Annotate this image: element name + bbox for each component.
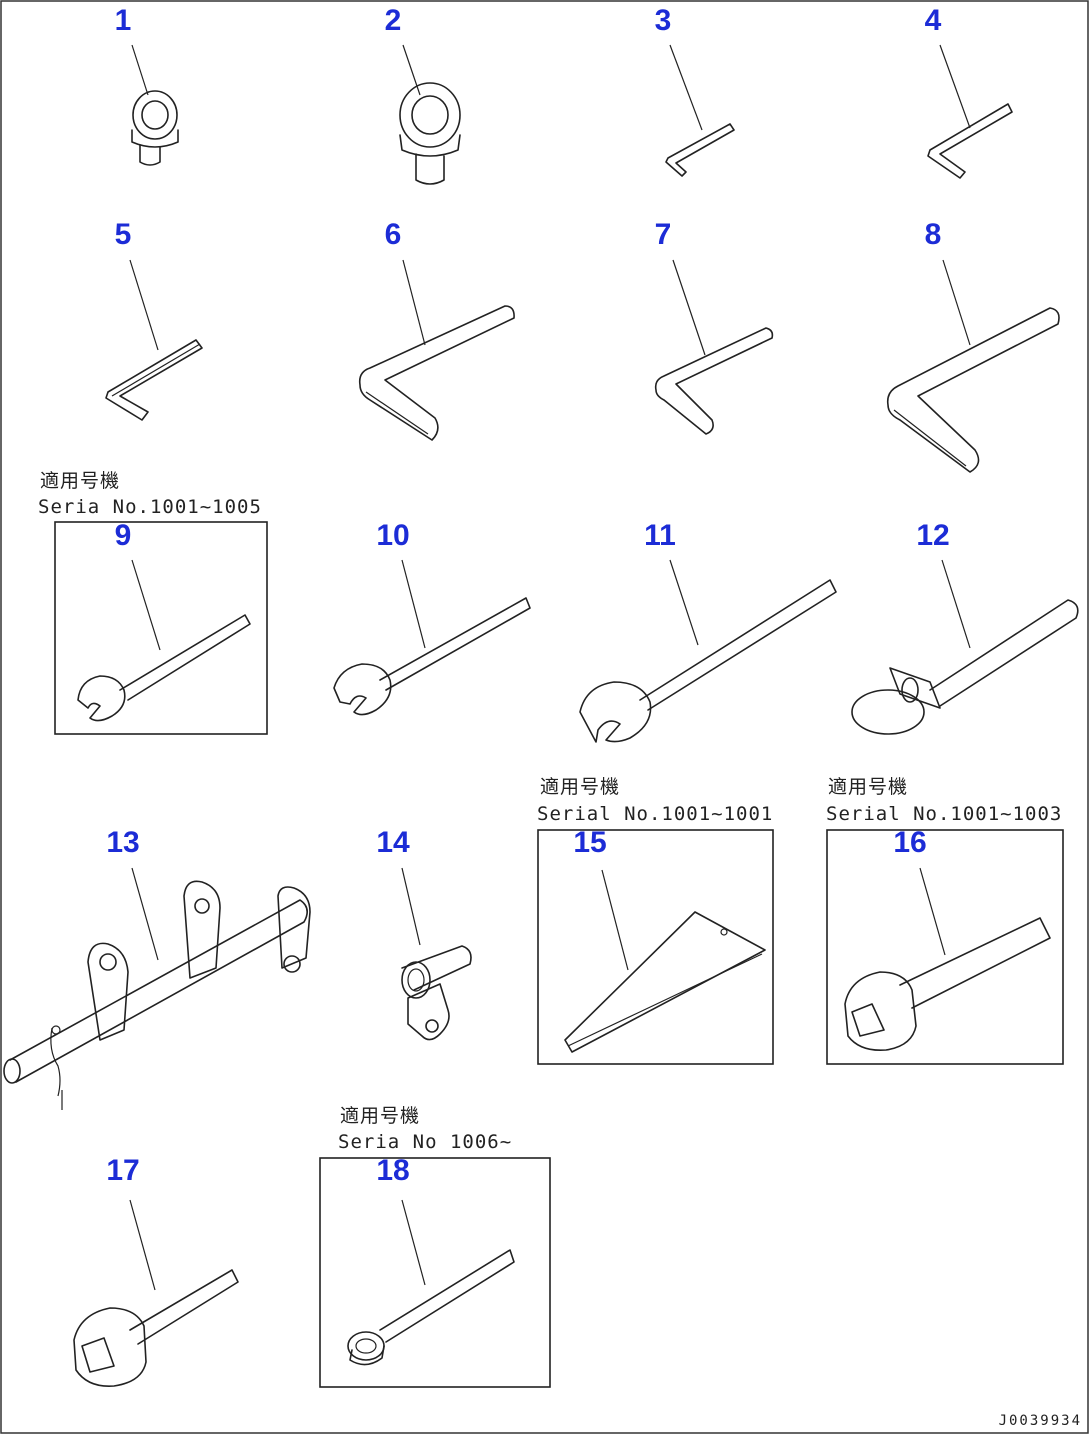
note-title: 適用号機 <box>540 776 620 798</box>
item-number-13[interactable]: 13 <box>106 826 139 859</box>
item-number-10[interactable]: 10 <box>376 519 409 552</box>
pin-assembly-icon[interactable] <box>3 880 311 1110</box>
eye-bolt-icon[interactable] <box>131 90 179 166</box>
item-number-2[interactable]: 2 <box>385 4 402 37</box>
item-number-18[interactable]: 18 <box>376 1154 409 1187</box>
eye-bolt-icon[interactable] <box>399 82 461 185</box>
hex-key-icon[interactable] <box>654 327 774 435</box>
serial-note-16: 適用号機 Serial No.1001~1003 <box>826 776 1064 1065</box>
applicability-box <box>319 1157 551 1388</box>
bushing-icon[interactable] <box>401 945 472 1041</box>
wedge-icon[interactable] <box>564 911 766 1053</box>
note-serial: Seria No.1001~1005 <box>38 496 262 518</box>
item-number-5[interactable]: 5 <box>115 218 132 251</box>
open-end-wrench-icon[interactable] <box>579 579 837 743</box>
applicability-box <box>537 829 774 1065</box>
serial-note-9: 適用号機 Seria No.1001~1005 <box>38 470 268 735</box>
applicability-box <box>826 829 1064 1065</box>
item-number-1[interactable]: 1 <box>115 4 132 37</box>
socket-wrench-icon[interactable] <box>844 917 1051 1052</box>
serial-note-18: 適用号機 Seria No 1006~ <box>319 1105 551 1388</box>
leader-lines <box>129 44 971 1291</box>
box-wrench-icon[interactable] <box>347 1249 515 1366</box>
hex-key-icon[interactable] <box>105 339 203 421</box>
item-number-17[interactable]: 17 <box>106 1154 139 1187</box>
note-title: 適用号機 <box>40 470 120 492</box>
open-end-wrench-icon[interactable] <box>77 614 251 722</box>
tool-handle-icon[interactable] <box>851 599 1079 735</box>
item-number-11[interactable]: 11 <box>644 519 676 552</box>
note-title: 適用号機 <box>828 776 908 798</box>
note-serial: Serial No.1001~1003 <box>826 803 1062 825</box>
hex-key-icon[interactable] <box>358 305 515 441</box>
open-end-wrench-icon[interactable] <box>333 597 531 716</box>
item-number-8[interactable]: 8 <box>925 218 942 251</box>
applicability-box <box>54 521 268 735</box>
hex-key-icon[interactable] <box>665 123 735 177</box>
item-number-14[interactable]: 14 <box>376 826 410 859</box>
item-number-3[interactable]: 3 <box>655 4 672 37</box>
drawing-code: J0039934 <box>999 1413 1082 1429</box>
item-number-15[interactable]: 15 <box>573 826 606 859</box>
hex-key-icon[interactable] <box>886 307 1060 473</box>
item-number-12[interactable]: 12 <box>916 519 949 552</box>
item-number-4[interactable]: 4 <box>925 4 942 37</box>
socket-wrench-icon[interactable] <box>73 1269 239 1387</box>
item-number-6[interactable]: 6 <box>385 218 402 251</box>
serial-note-15: 適用号機 Serial No.1001~1001 <box>537 776 774 1065</box>
item-number-9[interactable]: 9 <box>115 519 132 552</box>
note-serial: Seria No 1006~ <box>338 1131 512 1153</box>
item-number-7[interactable]: 7 <box>655 218 672 251</box>
note-title: 適用号機 <box>340 1105 420 1127</box>
item-number-16[interactable]: 16 <box>893 826 926 859</box>
note-serial: Serial No.1001~1001 <box>537 803 773 825</box>
hex-key-icon[interactable] <box>927 103 1013 179</box>
